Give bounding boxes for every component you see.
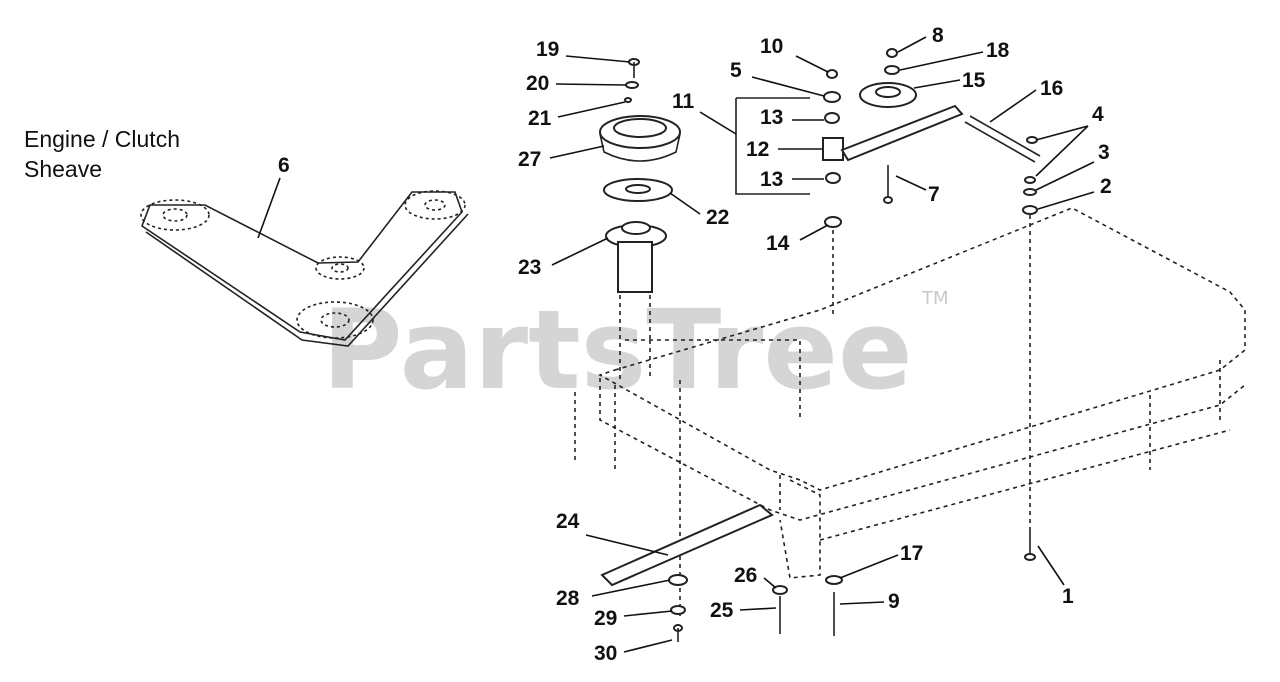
idler-assembly [735,69,844,315]
callout-20: 20 [526,72,549,95]
callout-15: 15 [962,69,986,92]
callout-14: 14 [766,232,790,255]
callout-10: 10 [760,35,783,58]
callout-22: 22 [706,206,729,229]
mower-deck [574,207,1246,620]
callout-6: 6 [278,154,290,177]
callout-4: 4 [1092,103,1104,126]
callout-11: 11 [672,90,695,113]
callout-8: 8 [932,24,944,47]
caption-line-2: Sheave [24,156,102,182]
callout-5: 5 [730,59,742,82]
callout-26: 26 [734,564,757,587]
spring-hardware [964,115,1041,530]
callout-29: 29 [594,607,617,630]
callout-labels: 19 20 21 27 10 5 11 13 12 13 14 22 23 8 … [278,24,1112,665]
callout-12: 12 [746,138,769,161]
callout-2: 2 [1100,175,1112,198]
callout-7: 7 [928,183,940,206]
callout-30: 30 [594,642,617,665]
callout-9: 9 [888,590,900,613]
callout-27: 27 [518,148,541,171]
callout-18: 18 [986,39,1010,62]
blade-assembly [600,503,774,642]
callout-13-lower: 13 [760,168,783,191]
callout-3: 3 [1098,141,1110,164]
callout-21: 21 [528,107,552,130]
idler-arm-assembly [840,48,964,204]
callout-16: 16 [1040,77,1063,100]
callout-24: 24 [556,510,580,533]
spindle-assembly [599,58,681,380]
callout-17: 17 [900,542,923,565]
belt-routing-diagram [140,190,469,347]
callout-19: 19 [536,38,559,61]
callout-13-upper: 13 [760,106,783,129]
callout-23: 23 [518,256,541,279]
callout-1: 1 [1062,585,1074,608]
callout-28: 28 [556,587,580,610]
watermark-trademark: TM [921,288,949,309]
caption-line-1: Engine / Clutch [24,126,180,152]
leader-lines [257,36,1095,653]
watermark: PartsTree [322,286,913,414]
callout-25: 25 [710,599,734,622]
deck-bolts [772,530,1036,636]
